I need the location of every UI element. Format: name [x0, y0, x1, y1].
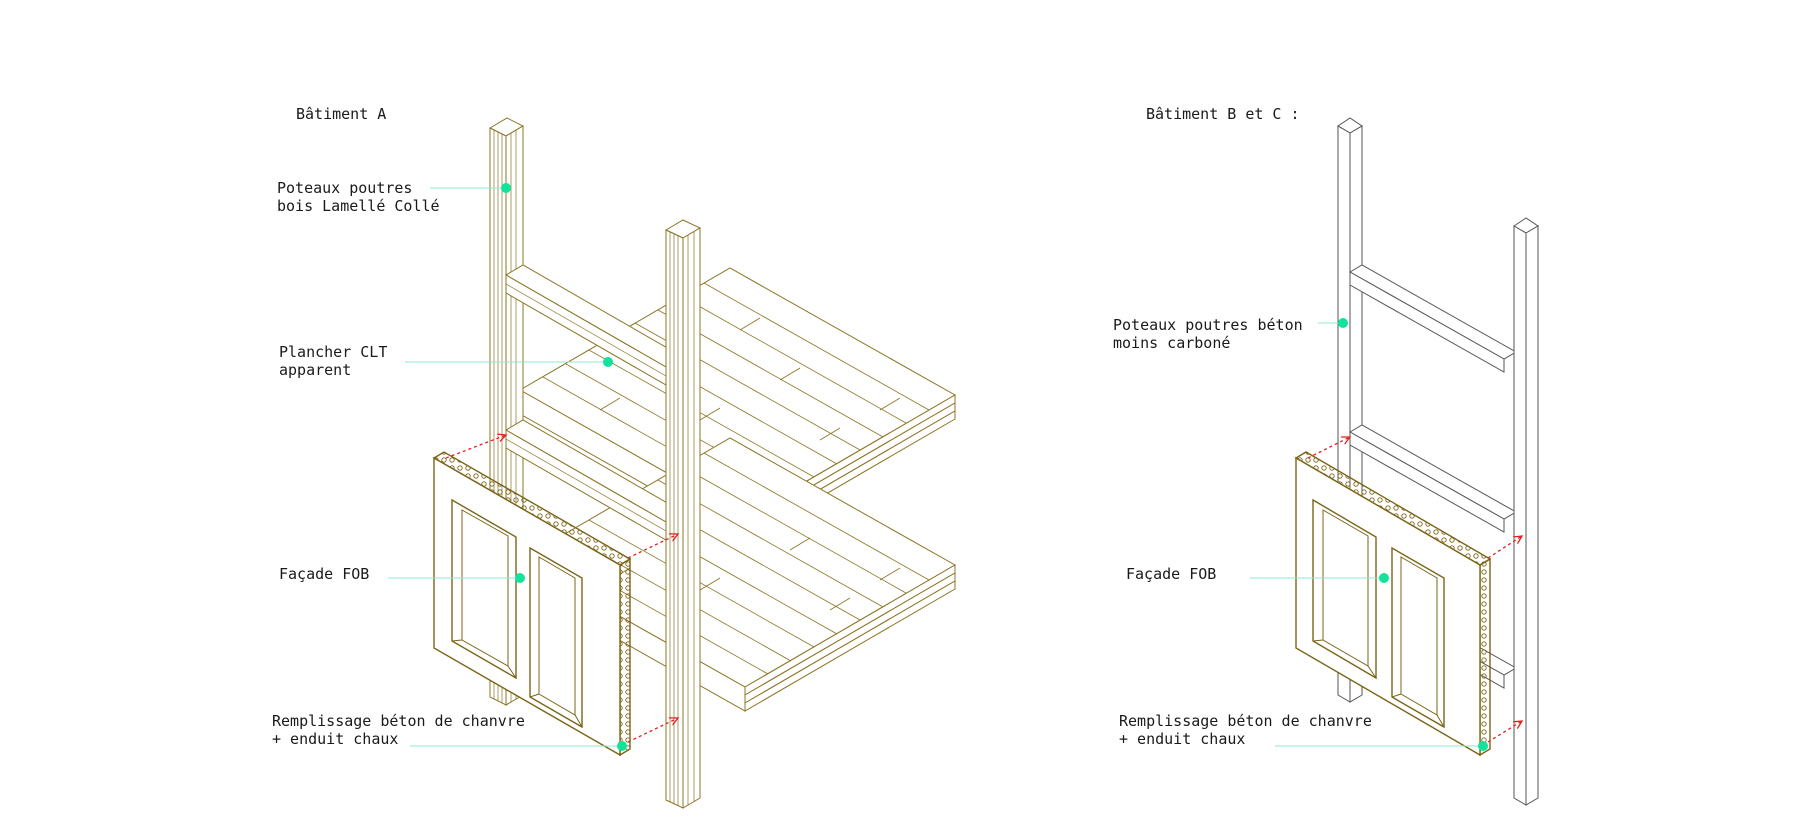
- label-fill-a-line1: Remplissage béton de chanvre: [272, 712, 525, 730]
- building-a: Bâtiment A Poteaux poutres bois Lamellé …: [272, 105, 957, 809]
- label-floor-a-line1: Plancher CLT: [279, 343, 387, 361]
- marker-fill-bc: [1478, 741, 1488, 751]
- leaders-a: [388, 183, 627, 751]
- label-facade-bc: Façade FOB: [1126, 565, 1216, 583]
- label-floor-a-line2: apparent: [279, 361, 351, 379]
- marker-posts-bc: [1338, 318, 1348, 328]
- marker-floor-a: [603, 357, 613, 367]
- label-posts-bc-line1: Poteaux poutres béton: [1113, 316, 1303, 334]
- concrete-post-right: [1513, 217, 1539, 806]
- label-posts-a-line2: bois Lamellé Collé: [277, 197, 440, 215]
- fixing-arrows-a: [445, 435, 678, 743]
- window-left-a: [451, 498, 517, 680]
- marker-facade-a: [515, 573, 525, 583]
- fixing-arrows-bc: [1307, 437, 1522, 743]
- label-fill-bc-line2: + enduit chaux: [1119, 730, 1245, 748]
- label-posts-bc-line2: moins carboné: [1113, 334, 1230, 352]
- fob-facade-panel-a: [432, 451, 632, 757]
- title-building-bc: Bâtiment B et C :: [1146, 105, 1300, 123]
- label-fill-bc-line1: Remplissage béton de chanvre: [1119, 712, 1372, 730]
- marker-fill-a: [617, 741, 627, 751]
- concrete-beam-1: [1348, 264, 1518, 373]
- label-posts-a-line1: Poteaux poutres: [277, 179, 412, 197]
- window-right-bc: [1391, 546, 1445, 729]
- fob-facade-panel-bc: [1294, 451, 1492, 757]
- glulam-post-right: [664, 219, 702, 809]
- title-building-a: Bâtiment A: [296, 105, 386, 123]
- label-fill-a-line2: + enduit chaux: [272, 730, 398, 748]
- label-facade-a: Façade FOB: [279, 565, 369, 583]
- window-left-bc: [1312, 498, 1377, 680]
- leaders-bc: [1250, 318, 1488, 751]
- marker-posts-a: [501, 183, 511, 193]
- window-right-a: [529, 546, 583, 729]
- marker-facade-bc: [1379, 573, 1389, 583]
- building-bc: Bâtiment B et C : Poteaux poutres béton …: [1113, 105, 1539, 806]
